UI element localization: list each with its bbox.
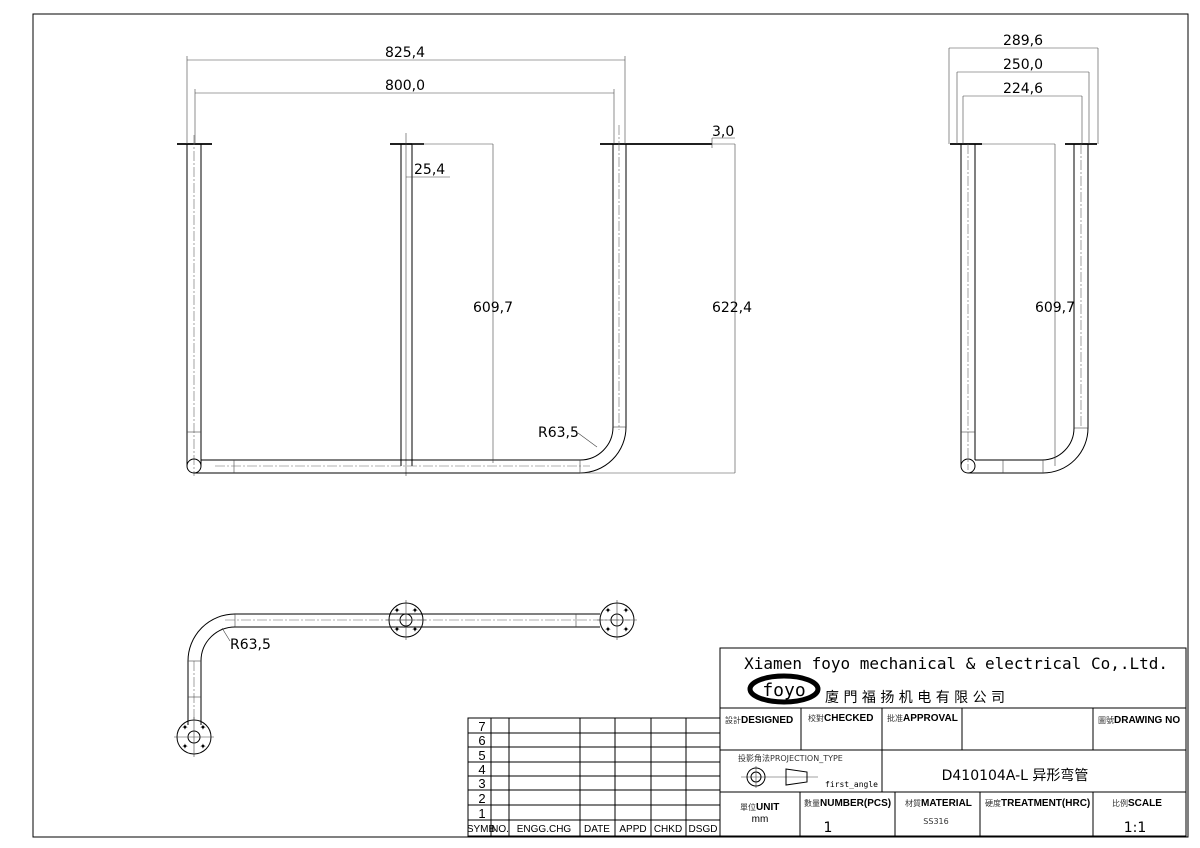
rev-row-3: 3	[478, 776, 485, 791]
dim-224-6: 224,6	[1003, 81, 1043, 97]
svg-text:✦: ✦	[623, 606, 630, 615]
dim-800-0: 800,0	[385, 78, 425, 94]
label-approval: 批准APPROVAL	[887, 713, 958, 724]
dim-825-4: 825,4	[385, 45, 425, 61]
side-view: 289,6 250,0 224,6 609,7	[948, 33, 1099, 474]
dim-side-609-7: 609,7	[1035, 300, 1075, 316]
svg-text:✦: ✦	[623, 625, 630, 634]
rev-header-dsgd: DSGD	[689, 824, 718, 835]
rev-row-7: 7	[478, 719, 485, 734]
number-value: 1	[824, 820, 833, 836]
dim-609-7: 609,7	[473, 300, 513, 316]
svg-text:foyo: foyo	[762, 680, 805, 701]
label-designed: 設計DESIGNED	[725, 715, 793, 726]
label-material: 材質MATERIAL	[905, 798, 972, 809]
flange-top-right: ✦ ✦ ✦ ✦	[597, 600, 637, 640]
dim-622-4: 622,4	[712, 300, 752, 316]
label-treatment: 硬度TREATMENT(HRC)	[985, 798, 1090, 809]
svg-text:✦: ✦	[394, 625, 401, 634]
svg-text:✦: ✦	[605, 606, 612, 615]
svg-text:✦: ✦	[200, 723, 207, 732]
title-block: Xiamen foyo mechanical & electrical Co,.…	[719, 647, 1187, 837]
pipe-right-bend	[579, 125, 627, 474]
rev-header-date: DATE	[584, 824, 610, 835]
svg-text:✦: ✦	[394, 606, 401, 615]
label-unit: 單位UNIT	[740, 802, 779, 813]
projection-value: first_angle	[825, 780, 878, 789]
rev-header-engg-chg: ENGG.CHG	[517, 824, 572, 835]
drawing-title: D410104A-L 异形弯管	[942, 767, 1089, 784]
rev-header-no: NO.	[491, 824, 509, 835]
rev-row-1: 1	[478, 806, 485, 821]
rev-row-2: 2	[478, 791, 485, 806]
rev-header-symb: SYMB	[467, 824, 496, 835]
dimension-lines	[186, 56, 736, 474]
rev-row-5: 5	[478, 748, 485, 763]
unit-value: mm	[752, 814, 769, 825]
svg-text:✦: ✦	[182, 723, 189, 732]
first-angle-projection-symbol	[741, 766, 818, 788]
dim-289-6: 289,6	[1003, 33, 1043, 49]
svg-text:✦: ✦	[605, 625, 612, 634]
rev-header-appd: APPD	[619, 824, 646, 835]
label-drawing-no: 圖號DRAWING NO	[1098, 715, 1180, 726]
label-checked: 校對CHECKED	[808, 713, 873, 724]
dim-250-0: 250,0	[1003, 57, 1043, 73]
material-value: SS316	[923, 817, 948, 826]
label-projection-type: 投影角法PROJECTION_TYPE	[738, 753, 843, 763]
front-view: 825,4 800,0 3,0 25,4 609,7 622,4 R63,5	[177, 45, 752, 476]
revision-table: 7 6 5 4 3 2 1 SYMB NO. ENGG.CHG DATE APP…	[467, 717, 721, 837]
svg-text:✦: ✦	[200, 742, 207, 751]
rev-header-chkd: CHKD	[654, 824, 682, 835]
pipe-left	[186, 135, 202, 476]
flange-top-bottom: ✦ ✦ ✦ ✦	[174, 717, 214, 757]
dim-3-0: 3,0	[712, 124, 734, 140]
pipe-middle	[400, 133, 413, 476]
foyo-logo: foyo	[747, 673, 821, 705]
label-number: 數量NUMBER(PCS)	[804, 798, 891, 809]
dim-bend-radius: R63,5	[538, 425, 579, 441]
dim-25-4: 25,4	[414, 162, 445, 178]
flange-top-middle: ✦ ✦ ✦ ✦	[386, 600, 426, 640]
pipe-bottom	[194, 459, 590, 474]
company-name-en: Xiamen foyo mechanical & electrical Co,.…	[744, 654, 1168, 673]
svg-text:✦: ✦	[412, 625, 419, 634]
rev-row-6: 6	[478, 733, 485, 748]
scale-value: 1:1	[1124, 820, 1147, 836]
dim-top-bend-radius: R63,5	[230, 637, 271, 653]
svg-text:✦: ✦	[182, 742, 189, 751]
drawing-border	[32, 13, 1189, 838]
svg-text:✦: ✦	[412, 606, 419, 615]
label-scale: 比例SCALE	[1112, 798, 1162, 809]
rev-row-4: 4	[478, 762, 485, 777]
company-name-cn: 廈 門 福 扬 机 电 有 限 公 司	[825, 689, 1005, 706]
top-view: ✦ ✦ ✦ ✦ ✦ ✦ ✦ ✦ ✦ ✦ ✦ ✦ R63,5	[174, 600, 637, 757]
